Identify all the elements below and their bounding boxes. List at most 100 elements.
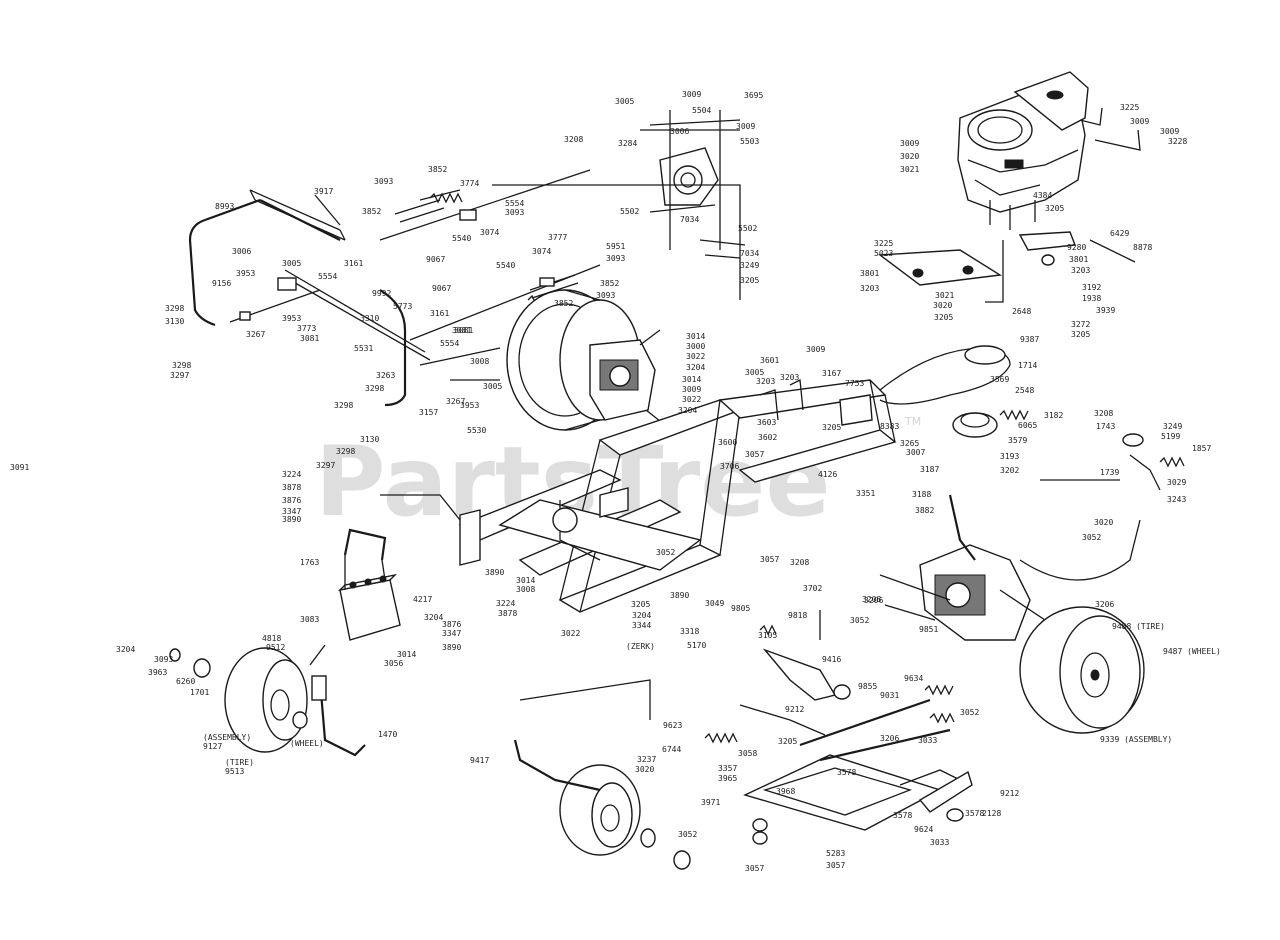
part-label: 9487 (WHEEL) <box>1163 647 1221 656</box>
part-label: 3225 <box>874 239 893 248</box>
part-label: 3205 <box>631 600 650 609</box>
part-label: 9488 (TIRE) <box>1112 622 1165 631</box>
part-label: 9818 <box>788 611 807 620</box>
part-label: 9067 <box>426 255 445 264</box>
part-label: 8383 <box>880 422 899 431</box>
part-label: 5503 <box>740 137 759 146</box>
part-label: 5773 <box>393 302 412 311</box>
part-label: 3009 <box>806 345 825 354</box>
part-label: 3297 <box>170 371 189 380</box>
part-label: 3801 <box>1069 255 1088 264</box>
control-handle-frame <box>188 189 431 407</box>
part-label: 3203 <box>780 373 799 382</box>
part-label: 6065 <box>1018 421 1037 430</box>
part-label: 3130 <box>360 435 379 444</box>
part-label: 3204 <box>686 363 705 372</box>
part-label: 3058 <box>738 749 757 758</box>
part-label: 1857 <box>1192 444 1211 453</box>
part-label: 3049 <box>705 599 724 608</box>
part-label: 3130 <box>165 317 184 326</box>
part-label: (ZERK) <box>626 642 655 651</box>
main-frame <box>458 378 897 613</box>
part-label: 1938 <box>1082 294 1101 303</box>
part-label: 3021 <box>900 165 919 174</box>
part-label: 3876 <box>282 496 301 505</box>
pto-clutch-pulley <box>879 345 1161 491</box>
part-label: 3773 <box>297 324 316 333</box>
part-label: 3008 <box>516 585 535 594</box>
part-label: 3014 <box>397 650 416 659</box>
part-label: 3074 <box>480 228 499 237</box>
front-spindle <box>311 675 366 757</box>
part-label: 3204 <box>424 613 443 622</box>
part-label: 3706 <box>720 462 739 471</box>
part-label: 3057 <box>745 450 764 459</box>
part-label: 3882 <box>915 506 934 515</box>
part-label: 3344 <box>632 621 651 630</box>
part-label: 3852 <box>428 165 447 174</box>
part-label: 3093 <box>374 177 393 186</box>
part-label: 5554 <box>505 199 524 208</box>
part-label: 3161 <box>344 259 363 268</box>
part-label: 3206 <box>1095 600 1114 609</box>
part-label: 3000 <box>686 342 705 351</box>
part-label: 3006 <box>670 127 689 136</box>
part-label: 3052 <box>960 708 979 717</box>
part-label: 3878 <box>282 483 301 492</box>
part-label: 4384 <box>1033 191 1052 200</box>
part-label: 3005 <box>615 97 634 106</box>
part-label: 3298 <box>336 447 355 456</box>
part-label: 3161 <box>430 309 449 318</box>
part-label: 1470 <box>378 730 397 739</box>
part-label: 5283 <box>826 849 845 858</box>
part-label: 3284 <box>618 139 637 148</box>
part-label: 3890 <box>282 515 301 524</box>
part-label: 9623 <box>663 721 682 730</box>
part-label: 3298 <box>365 384 384 393</box>
part-label: 4217 <box>413 595 432 604</box>
part-label: 9387 <box>1020 335 1039 344</box>
part-label: 3298 <box>165 304 184 313</box>
part-label: 7034 <box>680 215 699 224</box>
part-label: 8878 <box>1133 243 1152 252</box>
part-label: 3105 <box>758 631 777 640</box>
part-label: 3021 <box>935 291 954 300</box>
part-label: 3603 <box>757 418 776 427</box>
part-label: 3265 <box>900 439 919 448</box>
part-label: 5540 <box>452 234 471 243</box>
part-label: 3224 <box>282 470 301 479</box>
part-label: 3022 <box>682 395 701 404</box>
part-label: 3014 <box>686 332 705 341</box>
part-label: 5951 <box>606 242 625 251</box>
part-label: 3057 <box>826 861 845 870</box>
part-label: 3208 <box>564 135 583 144</box>
part-label: 3953 <box>282 314 301 323</box>
part-label: 3890 <box>670 591 689 600</box>
part-label: 3005 <box>282 259 301 268</box>
part-label: 3057 <box>745 864 764 873</box>
part-label: 9512 <box>266 643 285 652</box>
part-label: 9031 <box>880 691 899 700</box>
part-label: 3297 <box>316 461 335 470</box>
part-label: 3005 <box>745 368 764 377</box>
part-label: 3182 <box>1044 411 1063 420</box>
part-label: 1714 <box>1018 361 1037 370</box>
part-label: 3081 <box>452 326 471 335</box>
part-label: 3093 <box>596 291 615 300</box>
part-label: 3009 <box>1160 127 1179 136</box>
part-label: 3267 <box>246 330 265 339</box>
part-label: 3602 <box>758 433 777 442</box>
part-label: 5199 <box>1161 432 1180 441</box>
part-label: 3203 <box>756 377 775 386</box>
part-label: 3203 <box>860 284 879 293</box>
part-label: 1743 <box>1096 422 1115 431</box>
part-label: 3206 <box>864 596 883 605</box>
part-label: (TIRE) <box>225 758 254 767</box>
part-label: 3225 <box>1120 103 1139 112</box>
part-label: 3243 <box>1167 495 1186 504</box>
part-label: 3009 <box>682 385 701 394</box>
front-axle-assembly <box>739 648 973 845</box>
front-wheel-bottom <box>513 739 691 870</box>
